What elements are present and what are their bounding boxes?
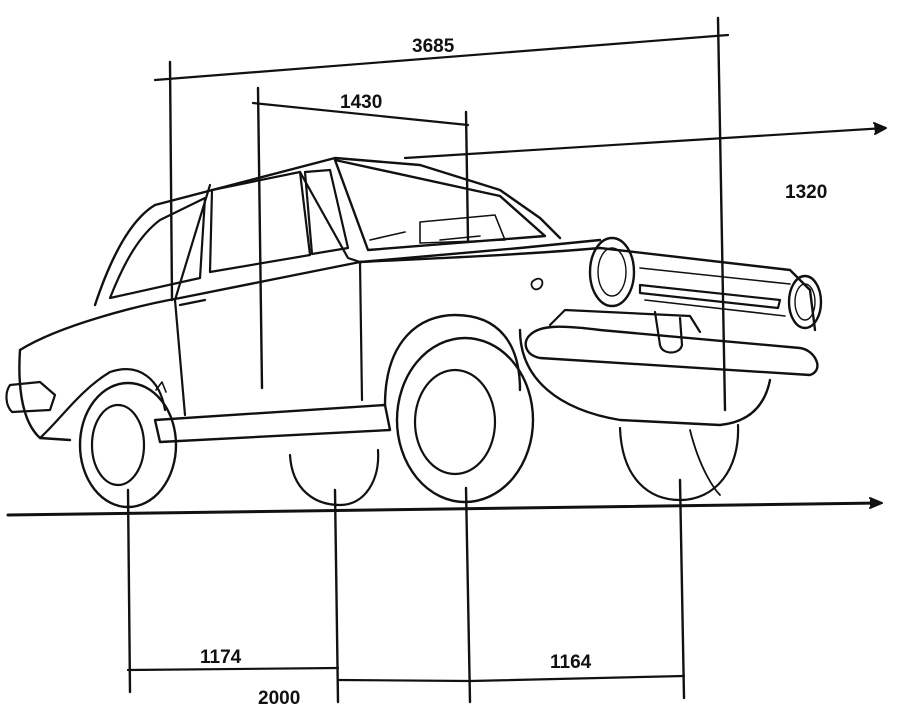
vent-window [303, 168, 350, 256]
grille-lines [639, 267, 791, 317]
door-handle [178, 298, 207, 307]
front-door-edge [298, 170, 364, 402]
overhang-line [251, 101, 470, 127]
rear-wheel-drop [126, 488, 132, 694]
overall-length-label: 3685 [412, 36, 455, 57]
front-track-line [468, 674, 686, 683]
wheelbase-label: 2000 [258, 688, 300, 709]
car-outline [5, 156, 823, 509]
right-headlight-inner [794, 283, 816, 321]
ground-arrow [869, 497, 883, 509]
bumper-guard [548, 308, 702, 354]
windshield [333, 158, 547, 252]
rear-far-wheel-drop [333, 488, 340, 704]
height-label: 1320 [785, 182, 827, 203]
front-bumper [524, 325, 819, 377]
length-line [153, 33, 730, 82]
grille-bar [638, 283, 782, 310]
sill-line [153, 403, 392, 444]
rear-door-edge [173, 183, 212, 417]
roof-line [93, 156, 562, 307]
ground-line [6, 501, 882, 517]
height-arrow [873, 122, 887, 135]
overhang-tick-left [256, 86, 264, 390]
left-headlight-inner [597, 247, 627, 297]
front-fender [358, 246, 602, 264]
rear-lower-body [38, 368, 167, 440]
windshield-inner [419, 214, 506, 244]
front-wheel-tire [395, 336, 535, 504]
front-wheel-drop [464, 486, 472, 704]
rear-track-label: 1174 [200, 647, 242, 668]
length-tick-left [168, 60, 174, 302]
overhang-tick-right [464, 110, 470, 242]
rear-wheel-hub [90, 403, 146, 487]
front-far-wheel-drop [678, 478, 686, 700]
rear-track-line [126, 666, 340, 672]
rear-side-window [108, 196, 207, 300]
front-far-wheel-inner [689, 429, 721, 496]
front-wheel-arch [383, 313, 522, 407]
rear-emblem [155, 381, 167, 393]
wiper [369, 231, 481, 241]
dimension-lines [6, 16, 887, 704]
right-headlight [787, 274, 823, 330]
front-face [598, 246, 817, 332]
front-track-label: 1164 [550, 652, 592, 673]
height-line [403, 126, 887, 160]
overhang-label: 1430 [340, 92, 382, 113]
fuel-cap [530, 277, 544, 291]
body-side-profile [18, 238, 602, 442]
front-wheel-hub [413, 368, 497, 476]
length-tick-right [716, 16, 727, 412]
front-body-lower [518, 328, 772, 427]
front-door-window [208, 170, 312, 274]
rear-bumper [5, 380, 57, 414]
wheelbase-line [336, 678, 472, 683]
rear-far-wheel [288, 448, 380, 507]
rear-wheel-tire [78, 381, 178, 509]
left-headlight [588, 236, 636, 308]
